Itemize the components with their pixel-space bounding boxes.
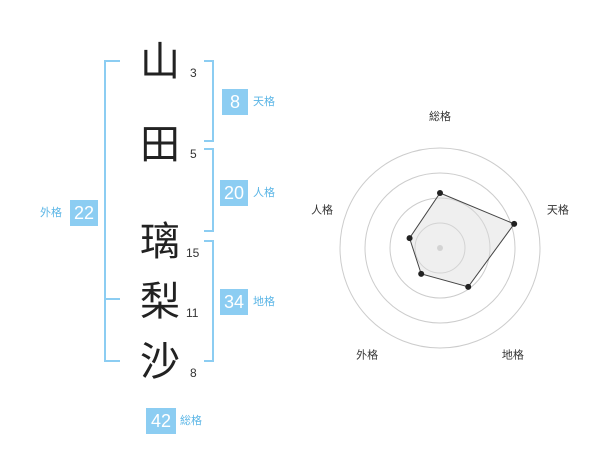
tenkaku-bracket: [204, 60, 214, 142]
stroke-count-1: 3: [190, 66, 197, 80]
chikaku-label: 地格: [253, 295, 275, 308]
stroke-count-3: 15: [186, 246, 200, 260]
radar-point-4: [418, 270, 425, 277]
radar-axis-label-2: 天格: [547, 203, 569, 217]
gaikaku-divider: [104, 298, 120, 300]
radar-polygon: [409, 192, 515, 288]
jinkaku-value: 20: [220, 180, 248, 206]
tenkaku-label: 天格: [253, 95, 275, 108]
radar-axis-label-3: 地格: [502, 347, 524, 361]
soukaku-label: 総格: [180, 414, 202, 427]
radar-point-1: [437, 190, 443, 196]
radar-axis-label-5: 人格: [311, 203, 333, 217]
name-char-4: 梨: [140, 279, 180, 325]
radar-ring: [414, 222, 466, 274]
chikaku-bracket: [204, 240, 214, 362]
radar-ring: [339, 147, 541, 349]
radar-center-dot: [437, 245, 443, 251]
name-char-3: 璃: [140, 219, 180, 265]
gaikaku-bracket: [104, 60, 120, 362]
radar-ring: [364, 172, 516, 324]
soukaku-value: 42: [146, 408, 176, 434]
radar-point-2: [511, 220, 518, 227]
gaikaku-value: 22: [70, 200, 98, 226]
radar-axis-label-1: 総格: [429, 109, 451, 123]
stroke-count-4: 11: [186, 306, 199, 320]
stroke-count-5: 8: [190, 366, 197, 380]
radar-axis-label-4: 外格: [356, 347, 378, 361]
gaikaku-label: 外格: [40, 206, 62, 219]
chikaku-value: 34: [220, 289, 248, 315]
radar-point-3: [465, 283, 472, 290]
name-char-1: 山: [140, 39, 180, 85]
name-char-2: 田: [140, 122, 180, 168]
tenkaku-value: 8: [222, 89, 248, 115]
name-char-5: 沙: [140, 339, 180, 385]
radar-point-5: [406, 235, 413, 242]
stroke-count-2: 5: [190, 147, 197, 161]
jinkaku-bracket: [204, 148, 214, 232]
radar-ring: [389, 197, 491, 299]
jinkaku-label: 人格: [253, 186, 275, 199]
